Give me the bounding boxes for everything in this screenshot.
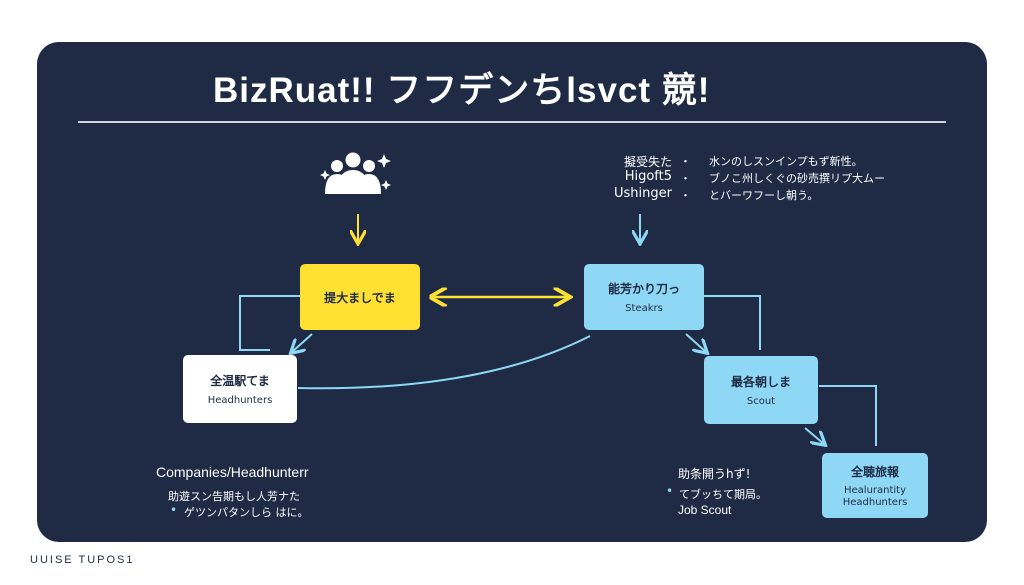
node-left-white-sublabel: Headhunters: [207, 395, 273, 406]
node-center-right-label: 能芳かり刀っ: [607, 282, 680, 296]
bottom-mid-line: 助条開うhず!: [678, 467, 751, 481]
footer-label: UUISE TUPOS1: [30, 554, 135, 566]
title-divider: [78, 121, 946, 123]
node-scout: 最各朝しま Scout: [704, 356, 818, 424]
arrow-center-left-to-white: [292, 333, 313, 352]
node-center-right-sublabel: Steakrs: [625, 303, 663, 314]
node-center-left: 提大ましでま: [300, 264, 420, 330]
people-group-icon: [320, 152, 391, 194]
node-bottom-right-label: 全聴旅報: [850, 465, 899, 479]
node-center-right: 能芳かり刀っ Steakrs: [584, 264, 704, 330]
info-bullet: ・: [680, 172, 691, 185]
node-center-left-label: 提大ましでま: [324, 290, 396, 305]
curve-white-to-center-right: [297, 335, 591, 390]
node-left-white-label: 全温駅てま: [210, 374, 270, 388]
info-text: 水ンのしスンインプもず新性。: [709, 155, 863, 168]
bottom-mid-bullet: •: [666, 484, 674, 498]
connector-center-right-to-scout: [703, 295, 761, 350]
connector-scout-to-bottom-right: [819, 385, 877, 446]
info-label: Higoft5: [624, 169, 672, 184]
info-label: Ushinger: [614, 186, 672, 201]
node-scout-label: 最各朝しま: [730, 375, 791, 389]
arrow-center-right-to-scout: [685, 333, 706, 352]
node-left-white: 全温駅てま Headhunters: [183, 355, 297, 423]
info-text: ブノこ州しくぐの砂売撰リプ大ムー: [709, 172, 885, 185]
info-bullet: ・: [680, 189, 691, 202]
info-label: 擬受失た: [623, 155, 672, 169]
node-bottom-right-sublabel-2: Headhunters: [842, 497, 908, 508]
diagram-title: BizRuat!! フフデンちlsvct 競!: [213, 71, 711, 110]
node-bottom-right-sublabel: Healurantity: [843, 485, 907, 496]
bottom-left-bullet: •: [170, 503, 178, 517]
arrow-scout-to-bottom-right: [804, 427, 824, 444]
bottom-left-line: ゲツンパタンしら はに。: [184, 506, 309, 519]
bottom-left-heading: Companies/Headhunterr: [156, 464, 309, 480]
info-bullet: ・: [680, 155, 691, 168]
node-scout-sublabel: Scout: [746, 396, 776, 407]
node-bottom-right: 全聴旅報 Healurantity Headhunters: [822, 453, 928, 518]
bottom-left-line: 助遊スン告期もし人芳ナた: [168, 490, 300, 503]
bottom-mid-line: てブッちて期局。: [679, 488, 767, 501]
info-text: とバーワフーし朝う。: [709, 189, 819, 202]
bottom-mid-line: Job Scout: [678, 503, 732, 517]
connector-center-left-to-white: [239, 295, 300, 351]
